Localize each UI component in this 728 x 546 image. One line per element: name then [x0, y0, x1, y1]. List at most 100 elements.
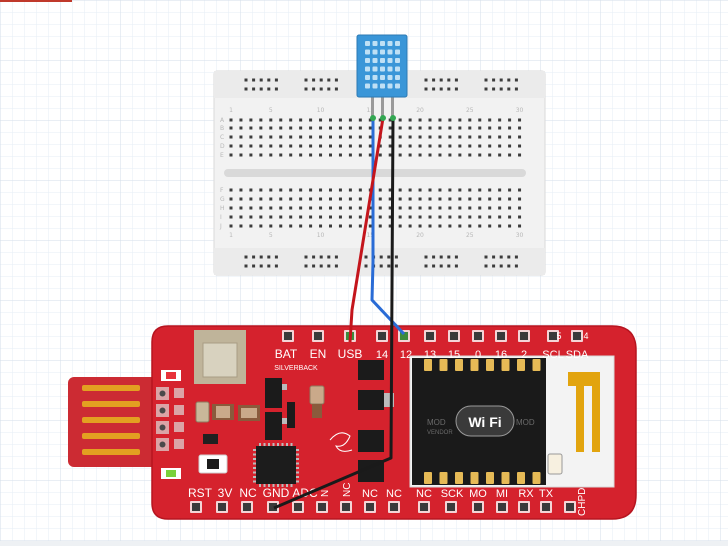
rail-hole[interactable] — [319, 87, 323, 91]
breadboard-hole[interactable] — [428, 144, 432, 148]
breadboard-hole[interactable] — [448, 135, 452, 139]
breadboard-hole[interactable] — [358, 197, 362, 201]
rail-hole[interactable] — [267, 255, 271, 259]
breadboard-hole[interactable] — [269, 153, 273, 157]
rail-hole[interactable] — [379, 264, 383, 268]
breadboard-hole[interactable] — [468, 206, 472, 210]
rail-hole[interactable] — [267, 78, 271, 82]
breadboard-hole[interactable] — [358, 118, 362, 122]
breadboard-hole[interactable] — [448, 118, 452, 122]
rail-hole[interactable] — [267, 264, 271, 268]
rail-hole[interactable] — [447, 264, 451, 268]
breadboard-hole[interactable] — [498, 215, 502, 219]
breadboard-hole[interactable] — [289, 135, 293, 139]
breadboard-hole[interactable] — [478, 153, 482, 157]
breadboard-hole[interactable] — [388, 197, 392, 201]
breadboard-hole[interactable] — [259, 188, 263, 192]
breadboard-hole[interactable] — [279, 188, 283, 192]
breadboard-hole[interactable] — [388, 144, 392, 148]
rail-hole[interactable] — [454, 264, 458, 268]
breadboard-hole[interactable] — [358, 224, 362, 228]
breadboard-hole[interactable] — [229, 126, 233, 130]
rail-hole[interactable] — [312, 78, 316, 82]
breadboard-hole[interactable] — [428, 188, 432, 192]
rail-hole[interactable] — [514, 78, 518, 82]
breadboard-hole[interactable] — [428, 224, 432, 228]
breadboard-hole[interactable] — [289, 224, 293, 228]
rail-hole[interactable] — [484, 87, 488, 91]
wire-blue-data[interactable] — [370, 118, 406, 336]
breadboard-hole[interactable] — [478, 206, 482, 210]
breadboard-hole[interactable] — [408, 126, 412, 130]
breadboard-hole[interactable] — [478, 224, 482, 228]
breadboard-hole[interactable] — [229, 224, 233, 228]
side-pad-2[interactable] — [174, 439, 184, 449]
breadboard-hole[interactable] — [338, 197, 342, 201]
breadboard-hole[interactable] — [319, 197, 323, 201]
breadboard-hole[interactable] — [398, 188, 402, 192]
rail-hole[interactable] — [514, 264, 518, 268]
breadboard-hole[interactable] — [458, 224, 462, 228]
breadboard-hole[interactable] — [388, 188, 392, 192]
dht11-sensor[interactable] — [356, 34, 408, 118]
breadboard-hole[interactable] — [319, 135, 323, 139]
rail-hole[interactable] — [492, 255, 496, 259]
breadboard-hole[interactable] — [438, 135, 442, 139]
rail-hole[interactable] — [499, 264, 503, 268]
breadboard-hole[interactable] — [468, 197, 472, 201]
rail-hole[interactable] — [274, 87, 278, 91]
breadboard-hole[interactable] — [319, 153, 323, 157]
breadboard-hole[interactable] — [309, 224, 313, 228]
breadboard-hole[interactable] — [378, 153, 382, 157]
breadboard-hole[interactable] — [458, 118, 462, 122]
wire-black-ground[interactable] — [273, 117, 395, 510]
breadboard-hole[interactable] — [239, 224, 243, 228]
breadboard-hole[interactable] — [478, 144, 482, 148]
breadboard-hole[interactable] — [348, 215, 352, 219]
breadboard-hole[interactable] — [249, 126, 253, 130]
breadboard-hole[interactable] — [468, 188, 472, 192]
breadboard-hole[interactable] — [398, 215, 402, 219]
rail-hole[interactable] — [499, 255, 503, 259]
breadboard-hole[interactable] — [279, 215, 283, 219]
breadboard-hole[interactable] — [378, 118, 382, 122]
rail-hole[interactable] — [259, 78, 263, 82]
breadboard-hole[interactable] — [418, 118, 422, 122]
rail-hole[interactable] — [507, 255, 511, 259]
breadboard-hole[interactable] — [309, 144, 313, 148]
breadboard-hole[interactable] — [508, 188, 512, 192]
breadboard-hole[interactable] — [378, 206, 382, 210]
breadboard-hole[interactable] — [239, 215, 243, 219]
rail-hole[interactable] — [274, 78, 278, 82]
rail-hole[interactable] — [319, 264, 323, 268]
breadboard-hole[interactable] — [368, 224, 372, 228]
rail-hole[interactable] — [259, 87, 263, 91]
breadboard-hole[interactable] — [329, 206, 332, 210]
breadboard-hole[interactable] — [319, 188, 323, 192]
breadboard-hole[interactable] — [259, 215, 263, 219]
rail-hole[interactable] — [267, 87, 271, 91]
breadboard-hole[interactable] — [239, 126, 243, 130]
breadboard-hole[interactable] — [239, 188, 243, 192]
breadboard-hole[interactable] — [458, 188, 462, 192]
breadboard-hole[interactable] — [249, 144, 253, 148]
breadboard-hole[interactable] — [289, 144, 293, 148]
rail-hole[interactable] — [319, 255, 323, 259]
breadboard-hole[interactable] — [299, 215, 303, 219]
breadboard-hole[interactable] — [299, 188, 303, 192]
rail-hole[interactable] — [499, 78, 503, 82]
breadboard-hole[interactable] — [488, 135, 492, 139]
rail-hole[interactable] — [334, 78, 338, 82]
breadboard-hole[interactable] — [378, 197, 382, 201]
breadboard-hole[interactable] — [498, 118, 502, 122]
rail-hole[interactable] — [327, 264, 331, 268]
breadboard-hole[interactable] — [408, 188, 412, 192]
breadboard-hole[interactable] — [488, 215, 492, 219]
breadboard-hole[interactable] — [259, 197, 263, 201]
breadboard-hole[interactable] — [498, 188, 502, 192]
rail-hole[interactable] — [424, 264, 428, 268]
breadboard-hole[interactable] — [468, 153, 472, 157]
breadboard-hole[interactable] — [438, 215, 442, 219]
